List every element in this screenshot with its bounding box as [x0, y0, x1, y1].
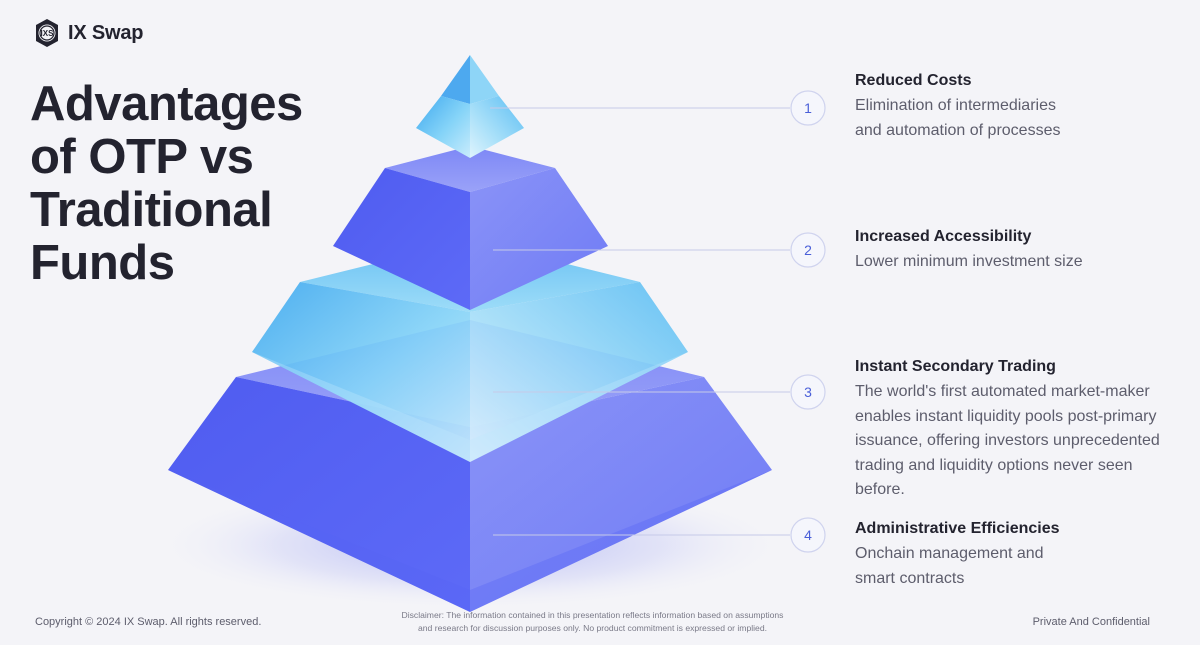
- tier-title: Administrative Efficiencies: [855, 520, 1060, 537]
- title-line: Funds: [30, 236, 175, 290]
- badge-text: IXS: [41, 29, 55, 38]
- ixs-badge-icon: IXS: [36, 19, 58, 47]
- tier-1-number-badge: 1: [790, 90, 826, 126]
- tier-3-description: Instant Secondary Trading The world's fi…: [855, 356, 1195, 503]
- tier-desc: Onchain management and smart contracts: [855, 542, 1195, 591]
- brand-name: IX Swap: [68, 21, 144, 44]
- tier-desc-line: before.: [855, 481, 905, 498]
- tier-desc: The world's first automated market-maker…: [855, 380, 1195, 503]
- footer-confidential: Private And Confidential: [1032, 616, 1150, 628]
- tier-2-shape: [333, 146, 608, 310]
- tier-1-shape: [416, 55, 524, 158]
- tier-title: Reduced Costs: [855, 72, 972, 89]
- tier-number: 2: [804, 242, 812, 258]
- tier-1-description: Reduced Costs Elimination of intermediar…: [855, 70, 1195, 143]
- disclaimer-line: Disclaimer: The information contained in…: [401, 610, 784, 620]
- footer-disclaimer: Disclaimer: The information contained in…: [360, 609, 825, 635]
- title-line: Advantages: [30, 77, 303, 131]
- tier-title: Increased Accessibility: [855, 228, 1032, 245]
- tier-desc-line: enables instant liquidity pools post-pri…: [855, 407, 1157, 425]
- tier-desc-line: The world's first automated market-maker: [855, 383, 1150, 400]
- tier-number: 3: [804, 384, 812, 400]
- tier-2-number-badge: 2: [790, 232, 826, 268]
- tier-desc-line: Lower minimum investment size: [855, 253, 1083, 270]
- disclaimer-line: and research for discussion purposes onl…: [418, 623, 767, 633]
- footer-copyright: Copyright © 2024 IX Swap. All rights res…: [35, 616, 262, 628]
- tier-desc-line: issuance, offering investors unprecedent…: [855, 432, 1160, 449]
- title-line: of OTP vs: [30, 130, 254, 184]
- tier-2-description: Increased Accessibility Lower minimum in…: [855, 226, 1195, 275]
- tier-number: 4: [804, 527, 812, 543]
- tier-4-number-badge: 4: [790, 517, 826, 553]
- tier-desc-line: smart contracts: [855, 569, 965, 587]
- tier-desc-line: and automation of processes: [855, 121, 1061, 139]
- tier-desc: Elimination of intermediaries and automa…: [855, 94, 1195, 143]
- tier-desc: Lower minimum investment size: [855, 250, 1195, 275]
- page-title: Advantages of OTP vs Traditional Funds: [30, 78, 360, 290]
- title-line: Traditional: [30, 183, 273, 237]
- brand-logo: IXS IX Swap: [34, 18, 143, 48]
- tier-4-description: Administrative Efficiencies Onchain mana…: [855, 518, 1195, 591]
- tier-desc-line: Onchain management and: [855, 545, 1044, 562]
- tier-title: Instant Secondary Trading: [855, 358, 1056, 375]
- tier-3-number-badge: 3: [790, 374, 826, 410]
- tier-desc-line: trading and liquidity options never seen: [855, 456, 1133, 474]
- tier-number: 1: [804, 100, 812, 116]
- tier-desc-line: Elimination of intermediaries: [855, 97, 1056, 114]
